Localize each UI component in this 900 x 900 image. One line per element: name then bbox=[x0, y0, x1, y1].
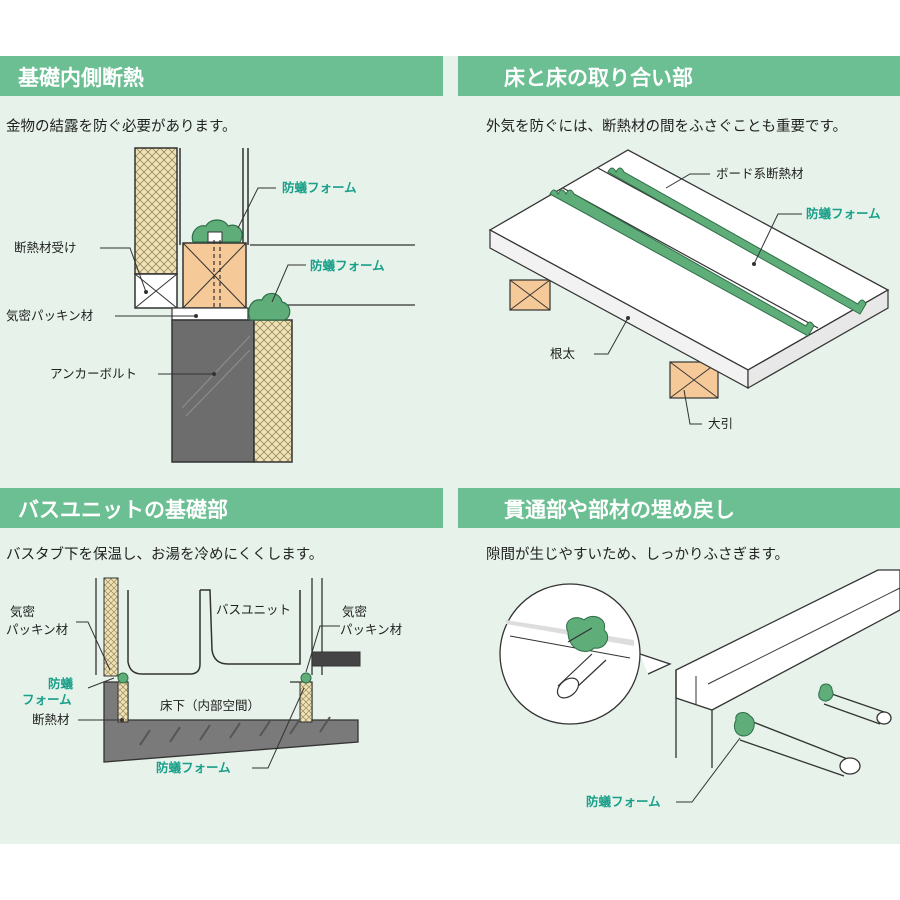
callout-foam bbox=[566, 615, 609, 652]
label-board-insulation: ボード系断熱材 bbox=[716, 166, 804, 181]
floor-junction-diagram: ボード系断熱材 防蟻フォーム 根太 大引 bbox=[488, 149, 890, 431]
beam-member bbox=[675, 569, 900, 711]
caption-floor-junction: 外気を防ぐには、断熱材の間をふさぐことも重要です。 bbox=[486, 119, 848, 135]
label-insulation-holder: 断熱材受け bbox=[14, 240, 77, 255]
label-airtight-left-1: 気密 bbox=[10, 604, 35, 619]
antitermite-foam-strip-1 bbox=[549, 189, 815, 337]
label-airtight-packing: 気密パッキン材 bbox=[6, 308, 93, 323]
label-antitermite-left-2: フォーム bbox=[22, 692, 72, 707]
penetration-diagram: 防蟻フォーム bbox=[499, 569, 900, 809]
label-airtight-right-1: 気密 bbox=[342, 604, 367, 619]
label-antitermite-side: 防蟻フォーム bbox=[310, 258, 385, 273]
label-antitermite-left-1: 防蟻 bbox=[48, 676, 74, 691]
section-header-penetration: 貫通部や部材の埋め戻し bbox=[458, 488, 900, 528]
label-antitermite: 防蟻フォーム bbox=[586, 794, 661, 809]
label-insulation: 断熱材 bbox=[32, 712, 70, 727]
insulation-panel-upper bbox=[134, 147, 178, 275]
insulation-left bbox=[117, 681, 129, 723]
bath-foundation bbox=[103, 681, 359, 763]
antitermite-foam-strip-2 bbox=[607, 167, 867, 315]
antitermite-foam-right bbox=[300, 672, 312, 684]
bath-unit-diagram: 気密 パッキン材 バスユニット 気密 パッキン材 防蟻 フォーム 断熱材 床下（… bbox=[6, 577, 402, 775]
section-header-foundation-inner: 基礎内側断熱 bbox=[0, 56, 443, 96]
label-airtight-left-2: パッキン材 bbox=[6, 622, 68, 637]
zoom-callout bbox=[499, 583, 641, 725]
section-title: 基礎内側断熱 bbox=[18, 66, 144, 90]
label-joist: 根太 bbox=[550, 346, 576, 361]
antitermite-foam-side bbox=[248, 292, 291, 321]
section-title: 床と床の取り合い部 bbox=[504, 66, 693, 90]
section-title: 貫通部や部材の埋め戻し bbox=[504, 498, 735, 522]
antitermite-foam-top bbox=[191, 219, 243, 243]
antitermite-foam-pipe-1 bbox=[733, 712, 755, 737]
airtight-packing bbox=[171, 307, 249, 321]
section-header-floor-junction: 床と床の取り合い部 bbox=[458, 56, 900, 96]
caption-penetration: 隙間が生じやすいため、しっかりふさぎます。 bbox=[486, 547, 790, 563]
concrete-foundation bbox=[171, 319, 255, 463]
label-antitermite: 防蟻フォーム bbox=[806, 206, 881, 221]
label-antitermite-top: 防蟻フォーム bbox=[282, 180, 357, 195]
label-anchor-bolt: アンカーボルト bbox=[50, 366, 137, 381]
label-airtight-right-2: パッキン材 bbox=[340, 622, 402, 637]
bath-unit-shell bbox=[127, 590, 201, 675]
label-bath-unit: バスユニット bbox=[216, 602, 291, 617]
foundation-inner-diagram: 防蟻フォーム 防蟻フォーム 断熱材受け 気密パッキン材 アンカーボルト bbox=[6, 147, 415, 463]
label-beam: 大引 bbox=[708, 416, 733, 431]
label-underfloor: 床下（内部空間） bbox=[160, 698, 260, 713]
antitermite-foam-pipe-2 bbox=[818, 683, 834, 702]
caption-bath-unit: バスタブ下を保温し、お湯を冷めにくくします。 bbox=[6, 547, 324, 563]
label-antitermite-bottom: 防蟻フォーム bbox=[156, 760, 231, 775]
section-header-bath-unit: バスユニットの基礎部 bbox=[0, 488, 443, 528]
caption-foundation-inner: 金物の結露を防ぐ必要があります。 bbox=[6, 119, 237, 135]
section-title: バスユニットの基礎部 bbox=[18, 498, 228, 522]
antitermite-foam-left bbox=[117, 672, 129, 684]
insulation-panel-side bbox=[253, 319, 293, 463]
